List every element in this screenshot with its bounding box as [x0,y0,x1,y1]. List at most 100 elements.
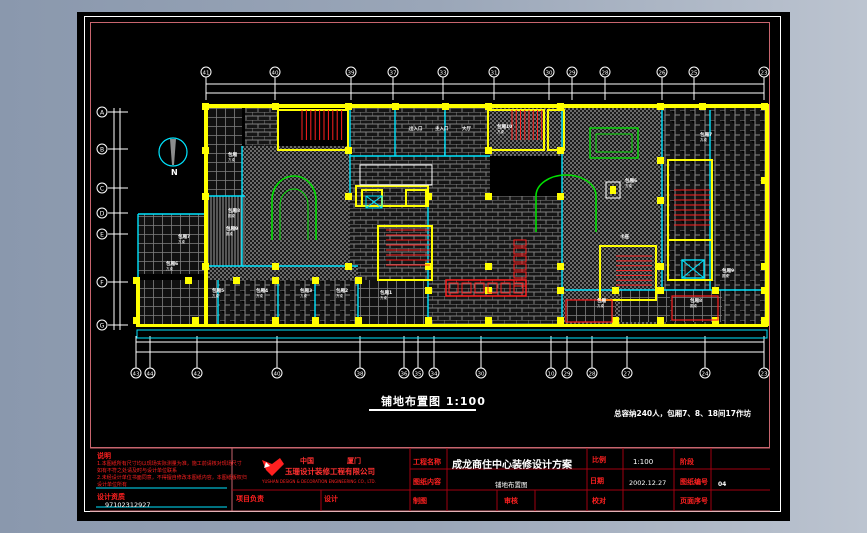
zone-south-mid [358,280,428,326]
green-arch-west [271,175,317,240]
column-50 [557,317,564,324]
axis-label-bottom-8: 30 [478,372,485,378]
room-label-19: 包厢6 [625,177,637,184]
elevator-east [681,259,705,279]
column-0 [202,103,209,110]
room-sublabel-0: 方桌 [228,157,235,162]
axis-label-bottom-13: 24 [702,372,709,378]
room-sublabel-1: 圆桌 [228,213,235,218]
column-25 [425,263,432,270]
room-label-1: 包厢8 [228,207,240,214]
room-sublabel-9: 方桌 [380,295,388,300]
room-label-15: 包厢 [597,297,606,304]
red-feature-cell-4 [500,282,511,294]
axis-label-top-10: 25 [691,71,698,77]
axis-label-bottom-5: 36 [401,372,408,378]
room-label-16: 包厢8 [690,297,702,304]
red-feature-cell-5 [513,282,524,294]
project-name-label: 工程名称 [413,458,441,466]
axis-bubble-bottom-12 [621,367,633,379]
axis-bubble-left-6 [96,319,108,331]
axis-label-bottom-11: 28 [589,372,596,378]
axis-label-top-2: 39 [348,71,355,77]
notes-heading: 说明 [97,452,111,460]
red-feature-cell-3 [487,282,498,294]
wall-west [204,104,208,326]
yellow-frame-5 [667,239,713,281]
axis-bubble-bottom-0 [130,367,142,379]
axis-bubble-bottom-2 [191,367,203,379]
check-label: 校对 [592,497,606,505]
axis-label-left-3: D [100,211,105,218]
axis-label-left-5: F [100,280,104,287]
column-35 [355,277,362,284]
column-31 [185,277,192,284]
red-feature-box [445,279,527,297]
red-feature-cell-1 [461,282,472,294]
axis-bubble-top-1 [269,66,281,78]
axis-label-bottom-10: 29 [564,372,571,378]
zone-corridor [208,266,358,280]
green-arch-east [535,174,597,232]
axis-label-left-2: C [100,186,104,193]
column-10 [202,147,209,154]
room-label-2: 包厢9 [226,225,238,232]
red-chain-0 [513,239,527,247]
room-label-13: 包厢10 [497,123,512,130]
axis-bubble-bottom-13 [699,367,711,379]
yellow-frame-3 [547,109,565,151]
yellow-frame-9 [377,225,433,281]
north-label: N [171,168,178,177]
room-sublabel-2: 圆桌 [226,231,233,236]
wall-sw [136,280,140,326]
drawing-number-label: 图纸编号 [680,478,708,486]
axis-label-top-1: 40 [272,71,279,77]
axis-bubble-bottom-14 [758,367,770,379]
column-54 [761,317,768,324]
axis-label-bottom-9: 10 [548,372,555,378]
yellow-frame-0 [355,185,429,207]
column-26 [485,263,492,270]
red-room-frame-a [565,299,613,323]
room-label-5: 包厢5 [212,287,224,294]
date-label: 日期 [590,477,604,485]
red-chain-5 [513,279,527,287]
axis-label-left-6: G [100,323,105,330]
axis-label-top-8: 28 [602,71,609,77]
axis-label-top-0: 41 [203,71,210,77]
axis-bubble-bottom-10 [561,367,573,379]
room-label-12: 大厅 [462,125,471,132]
axis-label-top-11: 23 [761,71,768,77]
column-43 [133,317,140,324]
room-sublabel-7: 方桌 [300,293,308,298]
axis-bubble-bottom-9 [545,367,557,379]
column-15 [761,177,768,184]
axis-bubble-left-5 [96,276,108,288]
column-39 [612,287,619,294]
axis-bubble-bottom-6 [412,367,424,379]
room-label-18: 包厢7 [700,131,712,138]
room-label-6: 包厢4 [256,287,268,294]
notes-line-1: 1.本图纸所有尺寸均以现场实际测量为准，施工前请核对现场尺寸 [97,461,242,467]
axis-bubble-top-3 [387,66,399,78]
zone-west-booths [207,196,245,266]
column-4 [442,103,449,110]
axis-bubble-top-8 [599,66,611,78]
room-sublabel-19: 方桌 [625,183,633,188]
company-country: 中国 [300,457,314,465]
drawing-title: 铺地布置图 1:100 [381,395,486,408]
room-sublabel-6: 方桌 [256,293,264,298]
notes-line-3: 2.未经设计单位书面同意，不得擅自修改本图纸内容，本图纸版权归 [97,475,247,481]
axis-bubble-top-9 [656,66,668,78]
red-chain-1 [513,247,527,255]
axis-bubble-top-10 [688,66,700,78]
column-6 [557,103,564,110]
notes-line-4: 设计单位所有 [97,482,128,488]
zone-center-south [428,196,562,326]
review-label: 审核 [504,497,518,505]
room-label-7: 包厢3 [300,287,312,294]
room-sublabel-18: 方桌 [700,137,708,142]
axis-label-bottom-4: 38 [357,372,364,378]
title-underline [369,409,476,411]
zone-se-c [672,290,722,322]
